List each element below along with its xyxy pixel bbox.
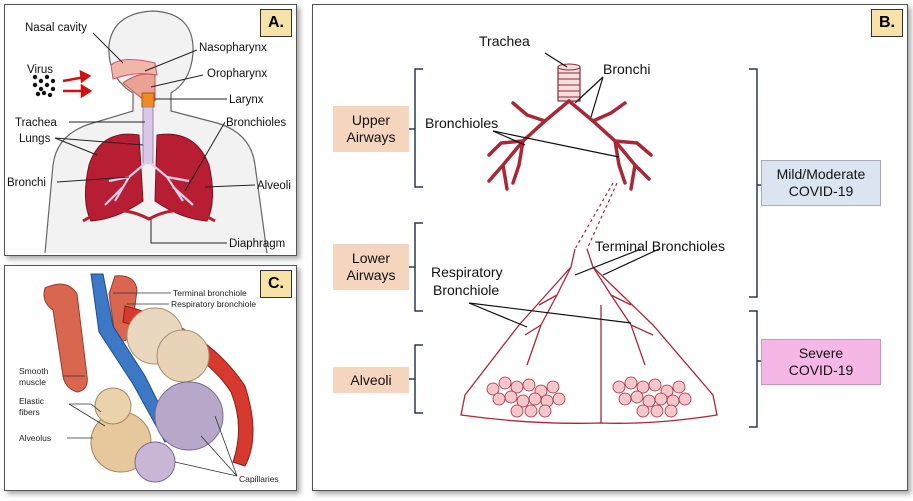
label-respiratory: Respiratory	[431, 264, 503, 280]
lower-line1: Lower	[351, 250, 391, 266]
panel-b-leaders	[468, 52, 660, 328]
panel-b: Trachea Bronchi Bronchioles Terminal Bro…	[312, 4, 908, 491]
label-muscle: muscle	[19, 377, 46, 387]
panel-a-tag: A.	[260, 9, 292, 37]
lower-line2: Airways	[346, 267, 396, 283]
bracket-alveoli	[409, 344, 423, 414]
mild-line2: COVID-19	[788, 183, 854, 199]
panel-a: Nasal cavity Virus Nasopharynx Oropharyn…	[4, 4, 297, 256]
label-bronchioles-a: Bronchioles	[226, 117, 286, 129]
label-trachea-b: Trachea	[479, 33, 530, 49]
bracket-upper	[409, 68, 423, 188]
mild-line1: Mild/Moderate	[776, 166, 866, 182]
region-alveoli: Alveoli	[333, 367, 409, 393]
label-alveolus: Alveolus	[19, 433, 51, 443]
label-bronchioles-b: Bronchioles	[425, 115, 498, 131]
panel-c-leaders	[63, 292, 238, 477]
label-larynx: Larynx	[229, 94, 264, 106]
label-virus: Virus	[27, 64, 53, 76]
right-lung	[154, 133, 213, 222]
label-alveoli-a: Alveoli	[257, 180, 291, 192]
bronchial-tree-b	[487, 99, 653, 191]
upper-line1: Upper	[351, 112, 391, 128]
label-fibers: fibers	[19, 407, 40, 417]
tree-connection-dashed	[574, 182, 618, 250]
label-nasopharynx: Nasopharynx	[199, 42, 267, 54]
nasal-passage	[110, 59, 158, 80]
label-capillaries: Capillaries	[239, 474, 279, 484]
label-bronchi-b: Bronchi	[603, 61, 650, 77]
bronchiole-tube	[43, 283, 88, 393]
virus-particles	[32, 74, 56, 98]
label-terminal-bronchioles: Terminal Bronchioles	[595, 238, 725, 254]
label-diaphragm: Diaphragm	[229, 238, 285, 250]
label-bronchiole: Bronchiole	[433, 282, 499, 298]
label-nasal-cavity: Nasal cavity	[25, 22, 87, 34]
label-smooth: Smooth	[19, 366, 49, 376]
panel-c: Terminal bronchiole Respiratory bronchio…	[4, 265, 297, 491]
alveoli-clusters	[486, 376, 692, 418]
trachea-b	[557, 63, 581, 102]
label-bronchi-a: Bronchi	[7, 177, 46, 189]
panel-a-leaders	[54, 32, 256, 244]
panel-c-illustration: Terminal bronchiole Respiratory bronchio…	[19, 273, 279, 484]
alveoli-region-text: Alveoli	[350, 371, 392, 388]
panel-b-tag: B.	[871, 9, 903, 37]
lower-airway-tree	[460, 248, 718, 424]
trachea-shape	[142, 106, 154, 164]
diaphragm-shape	[82, 209, 216, 223]
label-oropharynx: Oropharynx	[207, 68, 267, 80]
panel-a-illustration: Nasal cavity Virus Nasopharynx Oropharyn…	[7, 10, 291, 254]
label-lungs: Lungs	[19, 133, 51, 145]
panel-c-tag: C.	[260, 270, 292, 298]
severe-line1: Severe	[798, 345, 844, 361]
severe-line2: COVID-19	[788, 362, 854, 378]
upper-line2: Airways	[346, 129, 396, 145]
larynx-shape	[141, 92, 155, 108]
virus-arrows	[62, 69, 93, 99]
alveolar-sacs	[90, 307, 224, 483]
label-trachea-a: Trachea	[15, 117, 57, 129]
label-elastic: Elastic	[19, 396, 45, 406]
bracket-lower	[409, 222, 423, 312]
label-respiratory-bronchiole: Respiratory bronchiole	[171, 299, 256, 309]
label-terminal-bronchiole: Terminal bronchiole	[173, 288, 247, 298]
panel-b-illustration: Trachea Bronchi Bronchioles Terminal Bro…	[409, 33, 763, 428]
